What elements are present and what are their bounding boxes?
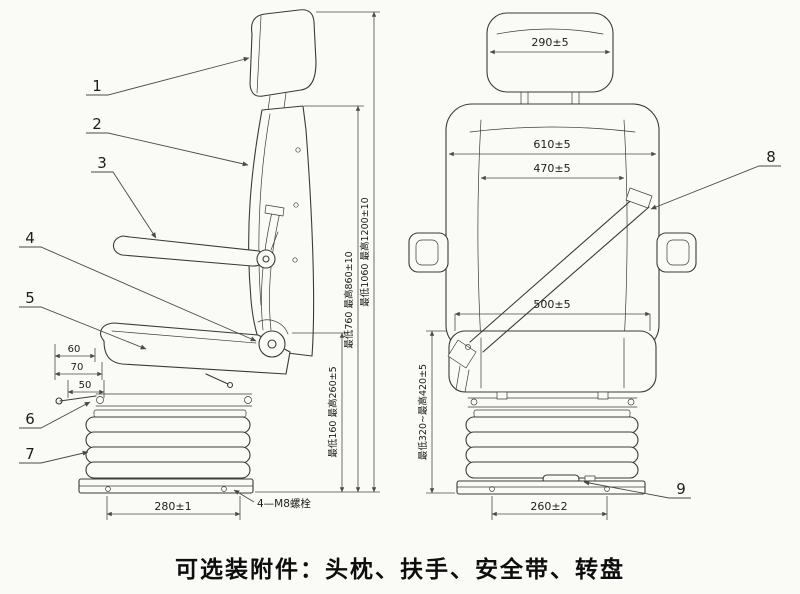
callout-1: 1	[86, 56, 250, 96]
backrest-side	[248, 105, 315, 357]
callout-6: 6	[19, 401, 91, 429]
callout-9: 9	[583, 480, 691, 499]
side-view	[55, 9, 317, 494]
seat-cushion-front	[448, 330, 657, 393]
callout-7-number: 7	[25, 445, 35, 463]
headrest-stems-side	[267, 92, 287, 111]
dim-offset-70: 70	[71, 362, 84, 373]
headrest-side	[249, 9, 317, 97]
armrest-right-front	[656, 232, 697, 273]
seat-belt-front	[447, 187, 653, 393]
callout-3: 3	[91, 154, 157, 239]
callout-6-number: 6	[25, 410, 35, 428]
suspension-rails-side	[95, 393, 253, 407]
callout-7: 7	[19, 445, 89, 464]
armrest-side	[112, 235, 265, 267]
dim-overall-height-range: 最低1060 最高1200±10	[359, 197, 371, 306]
callout-4-number: 4	[25, 229, 35, 247]
dim-cushion-width: 500±5	[533, 298, 570, 311]
callout-5-number: 5	[25, 289, 35, 307]
callout-8-number: 8	[766, 148, 776, 166]
dim-base-width: 260±2	[530, 500, 567, 513]
callout-9-number: 9	[676, 480, 686, 498]
callouts: 1 2 3 4 5 6 7 8	[19, 56, 781, 499]
recline-lever-side	[205, 373, 229, 385]
dim-backrest-inner-width: 470±5	[533, 162, 570, 175]
side-view-dimensions: 60 70 50 280±1 4—M8螺栓 最低160 最高260±5 最低76…	[54, 11, 380, 520]
optional-accessories-caption: 可选装附件：头枕、扶手、安全带、转盘	[175, 557, 625, 583]
seat-cushion-side	[100, 322, 291, 375]
dim-backrest-outer-width: 610±5	[533, 138, 570, 151]
dim-backrest-height-range: 最低760 最高860±10	[343, 251, 355, 348]
seat-drawing-canvas: 60 70 50 280±1 4—M8螺栓 最低160 最高260±5 最低76…	[19, 9, 781, 520]
dim-base-length: 280±1	[154, 500, 191, 513]
bolt-note: 4—M8螺栓	[257, 497, 311, 510]
suspension-rails-front	[467, 397, 638, 408]
dim-cushion-height-range: 最低320~最高420±5	[417, 364, 429, 460]
dim-offset-60: 60	[68, 344, 81, 355]
recline-pivot	[258, 330, 286, 358]
callout-4: 4	[19, 229, 257, 342]
base-side	[78, 478, 254, 494]
bellows-front	[465, 416, 639, 479]
callout-8: 8	[650, 148, 781, 210]
headrest-front	[486, 12, 614, 93]
belt-guide-front	[625, 187, 653, 209]
bellows-side	[85, 416, 251, 479]
height-lever-side	[59, 395, 97, 402]
armrest-pivot	[256, 249, 276, 269]
dim-seat-height-range: 最低160 最高260±5	[327, 366, 339, 457]
callout-3-number: 3	[97, 154, 107, 172]
callout-1-number: 1	[92, 77, 102, 95]
armrest-left-front	[408, 232, 449, 273]
headrest-stems-front	[520, 91, 580, 105]
dim-offset-50: 50	[79, 380, 92, 391]
seat-belt-side	[261, 211, 281, 331]
front-view-dimensions: 290±5 610±5 470±5 500±5 260±2 最低320~最高42…	[417, 36, 657, 520]
callout-5: 5	[19, 289, 147, 350]
belt-guide-side	[264, 204, 285, 217]
callout-2: 2	[86, 115, 249, 167]
dim-headrest-width: 290±5	[531, 36, 568, 49]
front-view	[408, 12, 697, 495]
base-front	[456, 480, 646, 495]
callout-2-number: 2	[92, 115, 102, 133]
